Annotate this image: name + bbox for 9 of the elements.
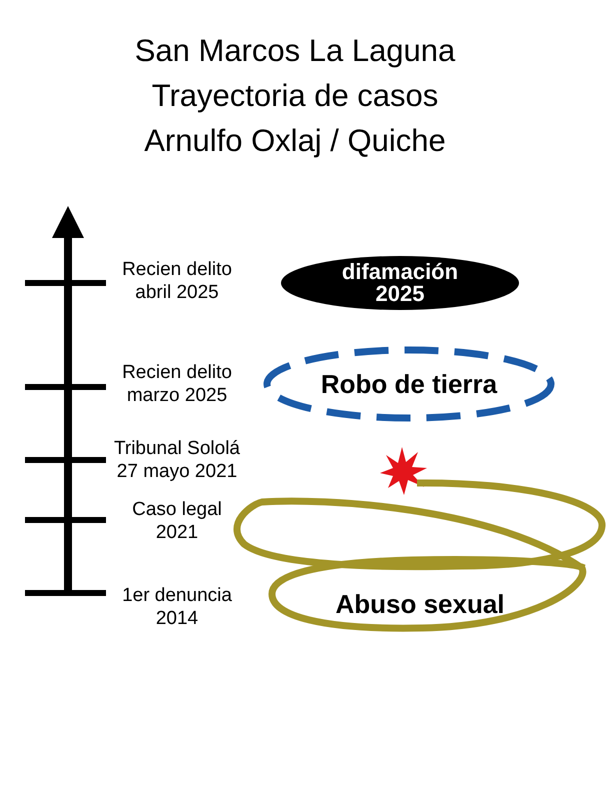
title: San Marcos La Laguna Trayectoria de casos Arnulfo Oxlaj / Quiche	[134, 32, 456, 160]
timeline-label: Caso legal 2021	[131, 498, 223, 544]
node-text: Abuso sexual	[335, 589, 505, 619]
timeline-label: Recien delito marzo 2025	[121, 361, 233, 407]
node-text: Robo de tierra	[320, 369, 498, 399]
timeline-label: Recien delito abril 2025	[121, 258, 233, 304]
timeline-label: Tribunal Sololá 27 mayo 2021	[112, 437, 242, 483]
timeline-label: 1er denuncia 2014	[121, 584, 233, 630]
node-text: difamación 2025	[340, 261, 460, 305]
